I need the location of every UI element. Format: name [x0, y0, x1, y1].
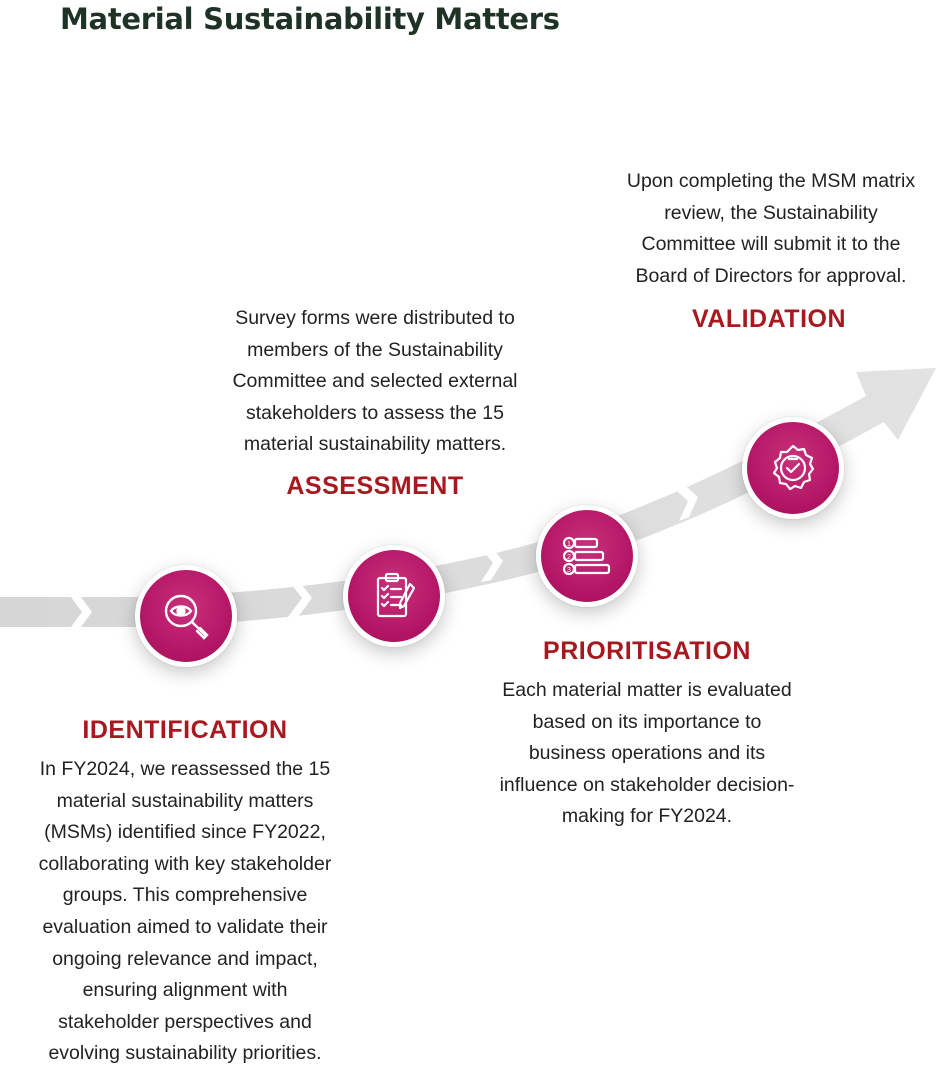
- arrow-body: [0, 368, 936, 627]
- arrow-chevrons: [68, 481, 698, 631]
- arrow-chevron: [670, 481, 698, 521]
- description-line: Committee will submit it to the: [641, 233, 901, 256]
- arrow-chevron: [288, 580, 312, 617]
- description-line: Board of Directors for approval.: [635, 264, 907, 287]
- approval-badge-icon: [772, 444, 815, 491]
- prioritisation-description: Each material matter is evaluated based …: [466, 675, 828, 833]
- description-line: groups. This comprehensive: [62, 884, 308, 907]
- arrow-chevron: [478, 543, 503, 582]
- prioritisation-node: 1 2 3: [536, 505, 638, 607]
- description-line: based on its importance to: [532, 710, 762, 733]
- description-line: Committee and selected external: [232, 370, 518, 393]
- description-line: evolving sustainability priorities.: [48, 1042, 322, 1065]
- svg-text:1: 1: [567, 541, 571, 548]
- description-line: evaluation aimed to validate their: [42, 915, 328, 938]
- identification-description: In FY2024, we reassessed the 15 material…: [4, 754, 366, 1070]
- description-line: Survey forms were distributed to: [235, 307, 515, 329]
- assessment-title: ASSESSMENT: [286, 472, 464, 500]
- prioritisation-title: PRIORITISATION: [543, 637, 751, 665]
- description-line: material sustainability matters.: [243, 433, 507, 456]
- description-line: (MSMs) identified since FY2022,: [44, 821, 326, 844]
- identification-title: IDENTIFICATION: [82, 716, 288, 744]
- ranked-list-icon: 1 2 3: [562, 536, 611, 576]
- description-line: ongoing relevance and impact,: [52, 947, 318, 970]
- description-line: business operations and its: [528, 742, 766, 765]
- description-line: material sustainability matters: [56, 789, 314, 812]
- description-line: ensuring alignment with: [82, 979, 288, 1002]
- validation-description: Upon completing the MSM matrix review, t…: [598, 166, 944, 292]
- arrow-chevron: [68, 593, 92, 631]
- identification-node: [135, 565, 237, 667]
- magnifier-eye-icon: [164, 594, 209, 640]
- description-line: stakeholders to assess the 15: [246, 401, 504, 424]
- assessment-description: Survey forms were distributed to members…: [195, 303, 555, 461]
- clipboard-checklist-icon: [376, 572, 416, 618]
- description-line: members of the Sustainability: [247, 338, 503, 361]
- description-line: making for FY2024.: [561, 805, 733, 828]
- description-line: Each material matter is evaluated: [502, 679, 792, 701]
- description-line: influence on stakeholder decision-: [499, 773, 795, 796]
- svg-text:2: 2: [567, 554, 571, 561]
- description-line: In FY2024, we reassessed the 15: [39, 758, 331, 780]
- svg-text:3: 3: [567, 567, 571, 574]
- validation-node: [742, 417, 844, 519]
- assessment-node: [343, 545, 445, 647]
- description-line: review, the Sustainability: [664, 201, 878, 224]
- description-line: collaborating with key stakeholder: [38, 852, 332, 875]
- description-line: stakeholder perspectives and: [58, 1010, 312, 1033]
- description-line: Upon completing the MSM matrix: [626, 170, 916, 192]
- page-title: Material Sustainability Matters: [60, 2, 560, 36]
- validation-title: VALIDATION: [691, 305, 847, 333]
